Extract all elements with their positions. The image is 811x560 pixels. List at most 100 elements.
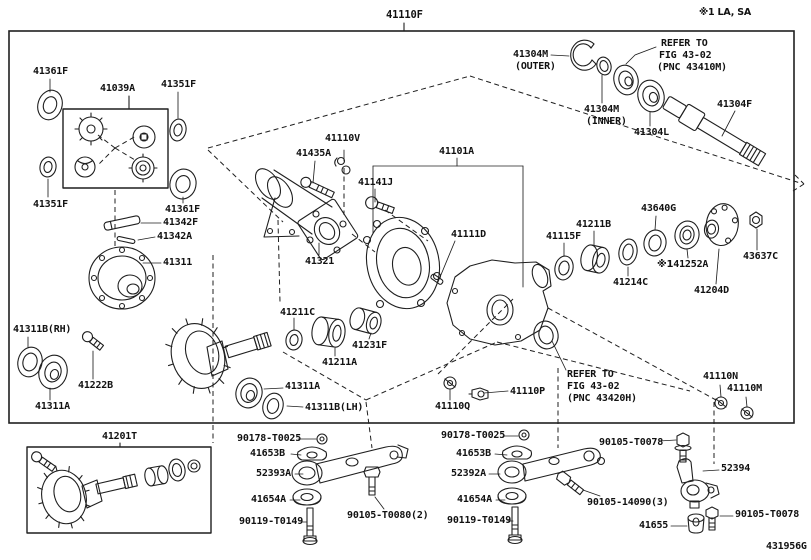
part-drawing-52394-assembly xyxy=(674,432,720,534)
part-label-41653B-b[interactable]: 41653B xyxy=(456,448,491,459)
part-label-41111D[interactable]: 41111D xyxy=(451,229,486,240)
part-label-41653B-a[interactable]: 41653B xyxy=(250,448,285,459)
part-drawing-41311B-LH xyxy=(262,392,284,420)
part-drawing-52393A-assembly xyxy=(291,433,409,546)
figure-title-pnc[interactable]: 41110F xyxy=(386,9,423,21)
part-drawing-41141J xyxy=(365,196,395,214)
part-drawing-41204D xyxy=(703,203,739,247)
part-label-41311A-b[interactable]: 41311A xyxy=(285,381,320,392)
part-label-41654A-b[interactable]: 41654A xyxy=(457,494,492,505)
leader-lines xyxy=(27,46,758,527)
part-label-90105-T0078-a[interactable]: 90105-T0078 xyxy=(599,437,664,448)
part-label-41654A-a[interactable]: 41654A xyxy=(251,494,286,505)
part-label-41351F-a[interactable]: 41351F xyxy=(161,79,196,90)
part-drawing-41304M-outer xyxy=(570,39,597,71)
part-label-41435A[interactable]: 41435A xyxy=(296,148,331,159)
part-label-41211C[interactable]: 41211C xyxy=(280,307,315,318)
part-drawing-41304L xyxy=(637,79,665,113)
part-label-41101A[interactable]: 41101A xyxy=(439,146,474,157)
part-drawing-41110V xyxy=(334,156,351,175)
part-label-41039A[interactable]: 41039A xyxy=(100,83,135,94)
part-label-41304L[interactable]: 41304L xyxy=(634,127,669,138)
part-label-41252A[interactable]: ※141252A xyxy=(657,259,708,270)
part-label-41222B[interactable]: 41222B xyxy=(78,380,113,391)
part-drawing-41351F-b xyxy=(39,156,57,178)
part-label-90119-T0149-a[interactable]: 90119-T0149 xyxy=(239,516,304,527)
part-label-41351F-b[interactable]: 41351F xyxy=(33,199,68,210)
bracket-41101A xyxy=(372,157,524,288)
part-label-41311B-LH[interactable]: 41311B(LH) xyxy=(305,402,364,413)
part-label-52393A[interactable]: 52393A xyxy=(256,468,291,479)
part-label-41361F-a[interactable]: 41361F xyxy=(33,66,68,77)
part-label-41201T[interactable]: 41201T xyxy=(102,431,137,442)
part-label-41110P[interactable]: 41110P xyxy=(510,386,545,397)
part-label-inner-suffix: (INNER) xyxy=(586,116,627,127)
part-drawing-41110P xyxy=(468,387,489,401)
part-label-41342F[interactable]: 41342F xyxy=(163,217,198,228)
diagram-code: 431956G xyxy=(766,541,807,552)
part-drawing-41361F-a xyxy=(37,89,63,121)
part-label-90105-T0080[interactable]: 90105-T0080(2) xyxy=(347,510,429,521)
part-label-41214C[interactable]: 41214C xyxy=(613,277,648,288)
part-drawing-41111D xyxy=(430,273,444,285)
construction-lines xyxy=(97,75,805,464)
part-label-41311B-RH[interactable]: 41311B(RH) xyxy=(13,324,72,335)
part-label-43637C[interactable]: 43637C xyxy=(743,251,778,262)
part-label-41304M-inner[interactable]: 41304M xyxy=(584,104,619,115)
part-drawing-41342A xyxy=(116,235,136,245)
part-label-41342A[interactable]: 41342A xyxy=(157,231,192,242)
part-drawing-41211B xyxy=(580,244,610,274)
part-drawing-41321 xyxy=(254,168,359,261)
refer-note-2-line-2: FIG 43-02 xyxy=(567,381,620,392)
part-drawing-carrier-housing xyxy=(446,259,552,346)
part-drawing-41311A-b xyxy=(235,377,263,409)
part-label-90178-T0025-a[interactable]: 90178-T0025 xyxy=(237,433,302,444)
part-label-41141J[interactable]: 41141J xyxy=(358,177,393,188)
part-drawing-52392A-assembly xyxy=(497,429,606,545)
part-label-52392A[interactable]: 52392A xyxy=(451,468,486,479)
part-label-41311[interactable]: 41311 xyxy=(163,257,193,268)
part-drawing-ring-gear xyxy=(165,318,272,394)
frame-boxes xyxy=(8,22,795,534)
part-label-41211A[interactable]: 41211A xyxy=(322,357,357,368)
part-label-41110Q[interactable]: 41110Q xyxy=(435,401,470,412)
part-drawing-41231F xyxy=(349,307,382,335)
part-label-41321[interactable]: 41321 xyxy=(305,256,335,267)
part-label-41304F[interactable]: 41304F xyxy=(717,99,752,110)
part-label-41211B[interactable]: 41211B xyxy=(576,219,611,230)
part-drawing-41342F xyxy=(103,215,141,231)
part-label-41110M[interactable]: 41110M xyxy=(727,383,762,394)
part-label-41204D[interactable]: 41204D xyxy=(694,285,729,296)
part-label-41231F[interactable]: 41231F xyxy=(352,340,387,351)
part-label-41110N[interactable]: 41110N xyxy=(703,371,738,382)
part-drawing-41214C xyxy=(618,238,638,266)
part-label-41655[interactable]: 41655 xyxy=(639,520,669,531)
part-drawing-41211A xyxy=(311,316,346,348)
part-drawing-bearing-43410M xyxy=(613,64,639,96)
part-drawing-41211C xyxy=(285,329,303,351)
part-drawing-41222B xyxy=(81,331,105,351)
part-label-52394[interactable]: 52394 xyxy=(721,463,751,474)
part-label-90105-14090[interactable]: 90105-14090(3) xyxy=(587,497,669,508)
variant-note: ※1 LA, SA xyxy=(699,7,752,18)
part-label-90178-T0025-b[interactable]: 90178-T0025 xyxy=(441,430,506,441)
part-label-41115F[interactable]: 41115F xyxy=(546,231,581,242)
part-label-41304M-outer[interactable]: 41304M xyxy=(513,49,548,60)
part-label-90119-T0149-b[interactable]: 90119-T0149 xyxy=(447,515,512,526)
part-drawing-41361F-b xyxy=(169,168,197,200)
refer-note-2-line-1: REFER TO xyxy=(567,369,614,380)
refer-note-1-line-1: REFER TO xyxy=(661,38,708,49)
part-drawing-41311A-a xyxy=(38,354,68,390)
part-label-outer-suffix: (OUTER) xyxy=(515,61,556,72)
part-drawing-41252A xyxy=(674,220,700,250)
part-drawing-41110N xyxy=(714,396,728,410)
part-drawing-41201T-kit xyxy=(31,451,201,529)
part-label-43640G[interactable]: 43640G xyxy=(641,203,676,214)
part-label-41110V[interactable]: 41110V xyxy=(325,133,360,144)
part-label-41361F-b[interactable]: 41361F xyxy=(165,204,200,215)
part-label-90105-T0078-b[interactable]: 90105-T0078 xyxy=(735,509,800,520)
part-label-41311A-a[interactable]: 41311A xyxy=(35,401,70,412)
part-drawing-41039A-gears xyxy=(74,112,158,183)
part-drawing-41311 xyxy=(88,246,156,310)
